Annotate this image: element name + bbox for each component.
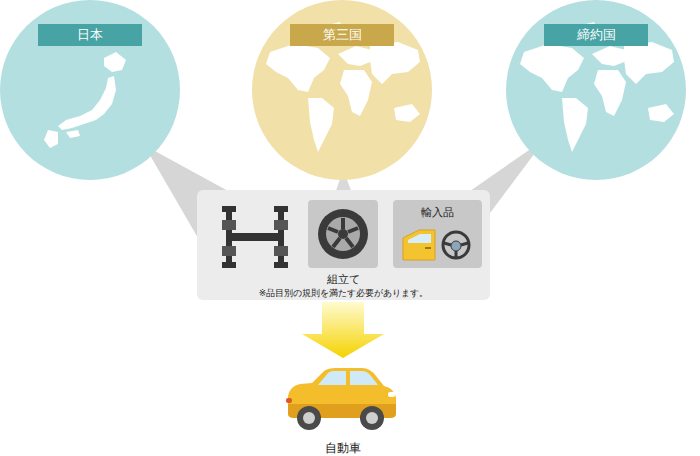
region-heading: 日本: [38, 24, 142, 46]
region-circle: 第三国: [252, 0, 432, 180]
steering-wheel-icon: [443, 232, 469, 258]
region-circle: 締約国: [506, 0, 686, 180]
import-label: 輸入品: [393, 206, 482, 220]
rule-note: ※品目別の規則を満たす必要があります。: [197, 287, 490, 299]
chassis-icon: [222, 206, 288, 268]
import-box: 輸入品: [393, 200, 482, 268]
region-heading: 締約国: [544, 24, 648, 46]
assembly-label: 組立て: [197, 273, 490, 287]
tire-icon: [308, 200, 378, 268]
product-label: 自動車: [243, 442, 443, 455]
door-icon: [403, 230, 435, 260]
down-arrow: [302, 302, 384, 358]
assembly-panel: 組立て※品目別の規則を満たす必要があります。 輸入品: [197, 190, 490, 300]
region-heading: 第三国: [290, 24, 394, 46]
car-icon: [286, 368, 396, 430]
region-circle: 日本: [0, 0, 180, 180]
